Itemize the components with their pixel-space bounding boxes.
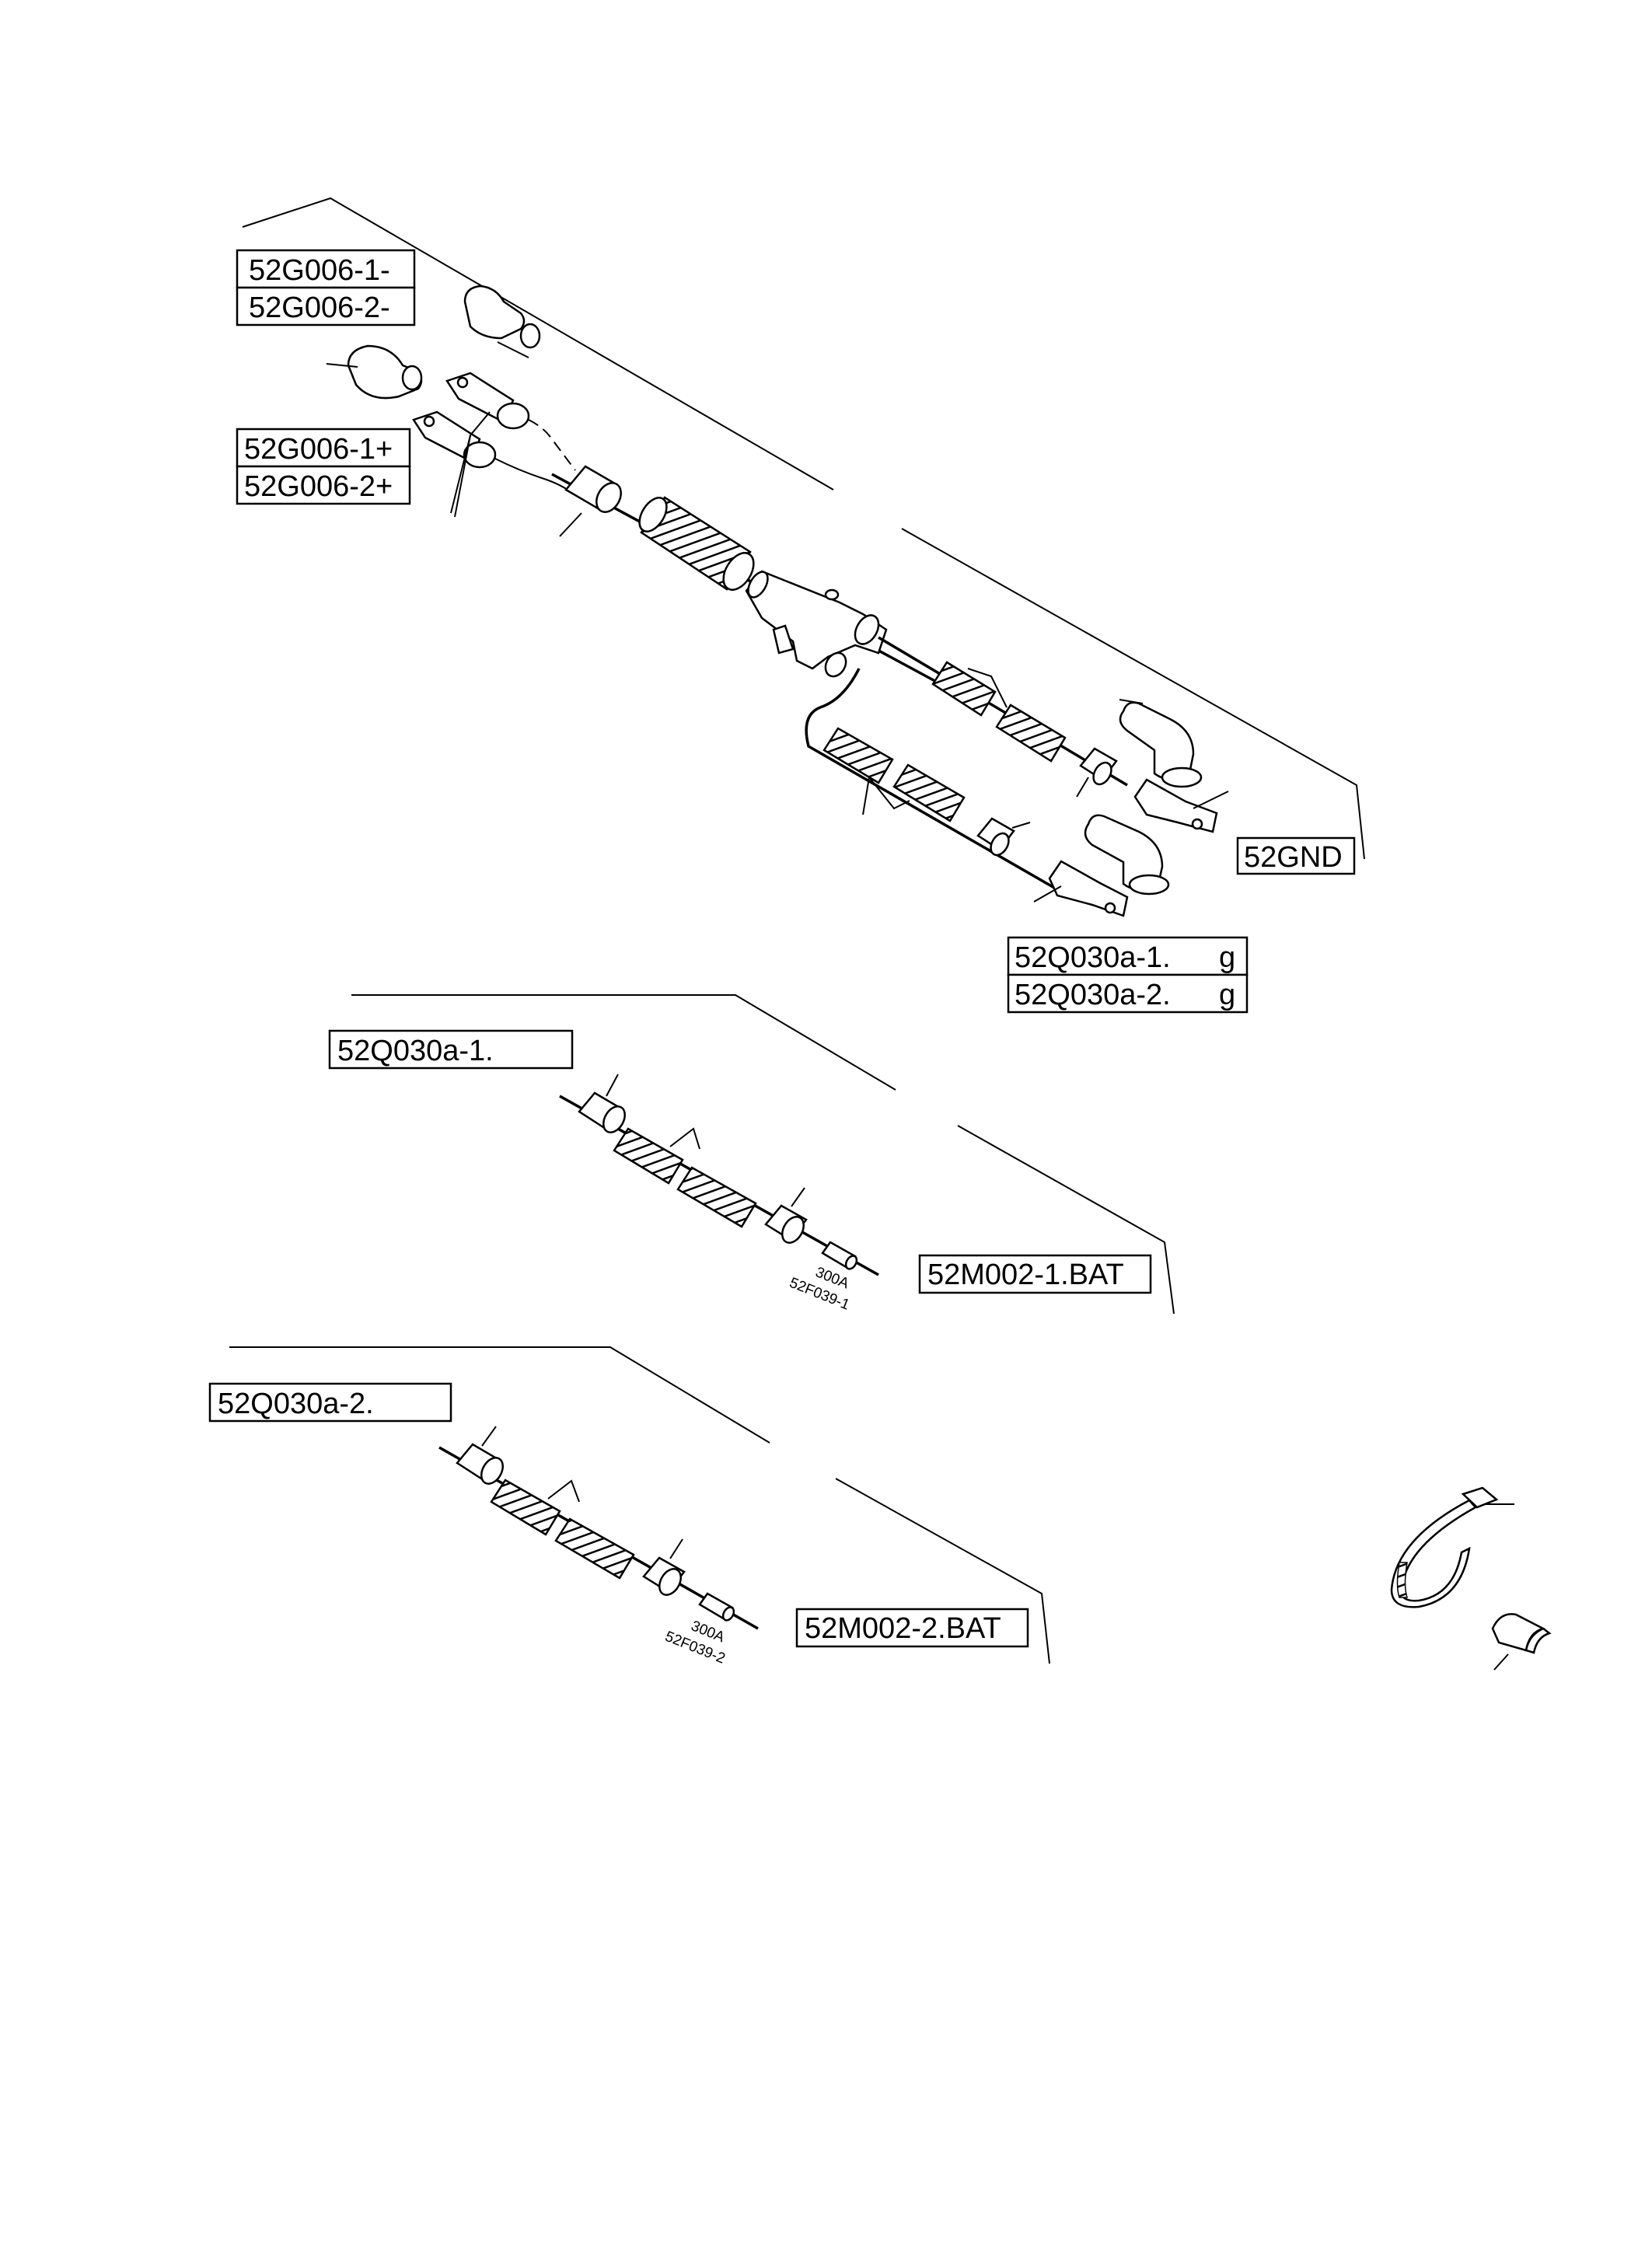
corrugated-tube-part (638, 496, 755, 591)
battery-cable-assembly-1: 52Q030a-1. 300A 52F039-1 52M002-1.B (328, 994, 1175, 1315)
label-text: g (1219, 979, 1235, 1011)
battery-cable-assembly-2: 52Q030a-2. 300A 52F039-2 52M002-2.B (208, 1346, 1050, 1667)
elbow-boot-part (1119, 699, 1203, 788)
fuse-part (821, 1241, 858, 1270)
assembly-bracket-line (835, 1478, 1050, 1664)
label-52Q030a-g: 52Q030a-1. g 52Q030a-2. g (1007, 936, 1249, 1014)
fuse-part (698, 1592, 735, 1622)
label-52G006-plus: 52G006-1+ 52G006-2+ (236, 428, 411, 505)
elbow-boot-part (463, 285, 541, 358)
label-52Q030a-1: 52Q030a-1. (328, 1029, 574, 1070)
label-52Q030a-2: 52Q030a-2. (208, 1382, 452, 1423)
label-text: 52Q030a-2. (218, 1388, 374, 1420)
sleeve-part (578, 1074, 626, 1133)
leader-line (669, 1127, 700, 1150)
cable-tie-part (1390, 1486, 1514, 1608)
label-text: 52GND (1244, 841, 1343, 874)
label-text: g (1219, 941, 1235, 974)
branch-cable (805, 668, 1066, 896)
leader-line (967, 668, 1008, 708)
sleeve-part (642, 1538, 686, 1596)
assembly-bracket-line (957, 1125, 1175, 1315)
ring-terminal-part (1133, 778, 1229, 833)
ring-terminal-part (1033, 860, 1129, 917)
corrugated-tube-part (490, 1479, 635, 1580)
sleeve-part (456, 1426, 504, 1485)
ground-harness-assembly: 52G006-1- 52G006-2- 52G006-1+ 52G006-2+ (236, 197, 1365, 1014)
assembly-bracket-line (229, 1346, 770, 1444)
cable-clip-part (1491, 1613, 1552, 1671)
sleeve-part (764, 1187, 808, 1244)
elbow-boot-part (1084, 814, 1170, 896)
label-52M002-1-BAT: 52M002-1.BAT (918, 1254, 1152, 1294)
leader-line (862, 775, 910, 815)
label-text: 52Q030a-2. (1015, 979, 1171, 1011)
label-text: 52G006-2- (249, 292, 390, 324)
corrugated-tube-part (931, 661, 1067, 763)
label-text: 52G006-1- (249, 254, 390, 287)
corrugated-tube-part (823, 727, 966, 822)
leader-line (547, 1479, 580, 1503)
leader-line (450, 435, 471, 514)
assembly-bracket-line (901, 528, 1365, 860)
ring-terminal-part (445, 372, 576, 471)
label-text: 52M002-1.BAT (927, 1259, 1124, 1291)
label-text: 52Q030a-1. (337, 1035, 494, 1067)
sleeve-part (559, 465, 622, 537)
assembly-bracket-line (351, 994, 896, 1091)
sleeve-part (976, 817, 1031, 857)
label-text: 52Q030a-1. (1015, 941, 1171, 974)
elbow-boot-part (326, 344, 423, 400)
assembly-bracket-line (242, 197, 834, 491)
ring-terminal-part (412, 410, 574, 494)
label-52GND: 52GND (1236, 836, 1356, 875)
label-text: 52G006-1+ (244, 433, 393, 466)
corrugated-tube-part (613, 1127, 757, 1228)
label-52M002-2-BAT: 52M002-2.BAT (795, 1608, 1029, 1648)
sleeve-part (1076, 747, 1118, 798)
label-text: 52G006-2+ (244, 470, 393, 503)
label-52G006-minus: 52G006-1- 52G006-2- (236, 249, 416, 326)
label-text: 52M002-2.BAT (805, 1612, 1001, 1645)
y-junction-part (745, 570, 888, 678)
